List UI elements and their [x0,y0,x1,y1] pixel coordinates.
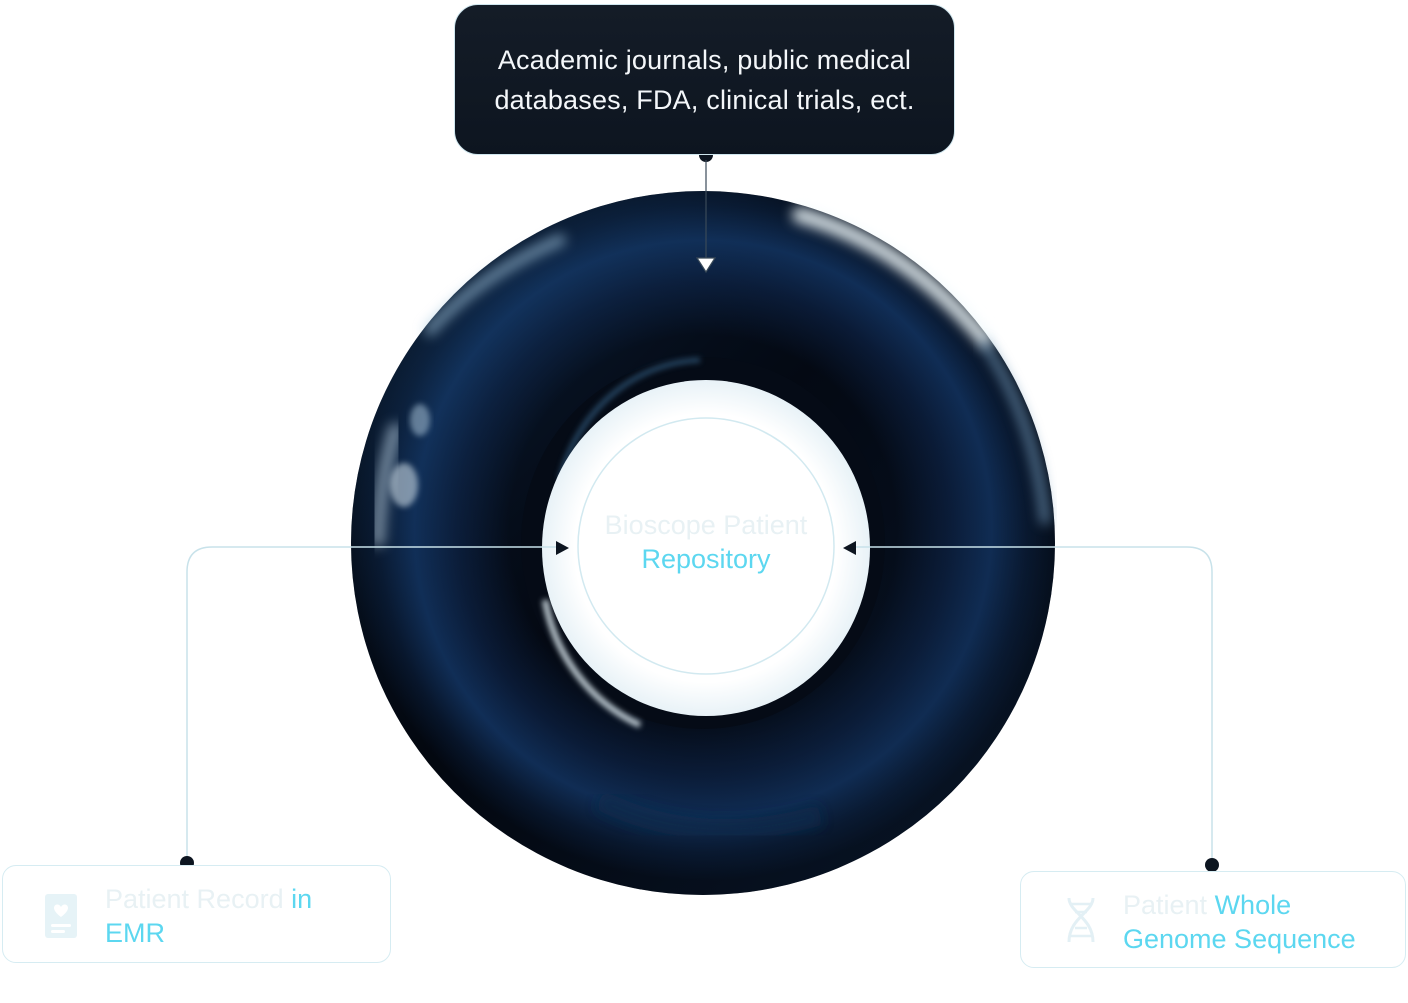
genome-sequence-text-muted: Patient [1123,890,1208,920]
repository-label-line2: Repository [641,544,771,574]
repository-label-line1: Bioscope Patient [604,510,808,540]
dna-icon [1067,897,1095,943]
medical-record-icon [45,894,77,938]
patient-record-card: Patient Record in EMR [2,865,391,963]
right-connector [843,541,1219,872]
genome-sequence-text-highlight: Whole Genome Sequence [1123,890,1356,954]
source-box: Academic journals, public medical databa… [454,4,955,155]
repository-label: Bioscope Patient Repository [578,508,834,576]
patient-record-text: Patient Record in EMR [105,882,375,950]
repository-circle [577,417,835,675]
source-text: Academic journals, public medical databa… [494,44,915,115]
patient-record-text-muted: Patient Record [105,884,284,914]
patient-record-text-highlight: in EMR [105,884,313,948]
torus-ring [351,191,1055,895]
genome-sequence-card: Patient Whole Genome Sequence [1020,871,1406,968]
genome-sequence-text: Patient Whole Genome Sequence [1123,888,1393,956]
